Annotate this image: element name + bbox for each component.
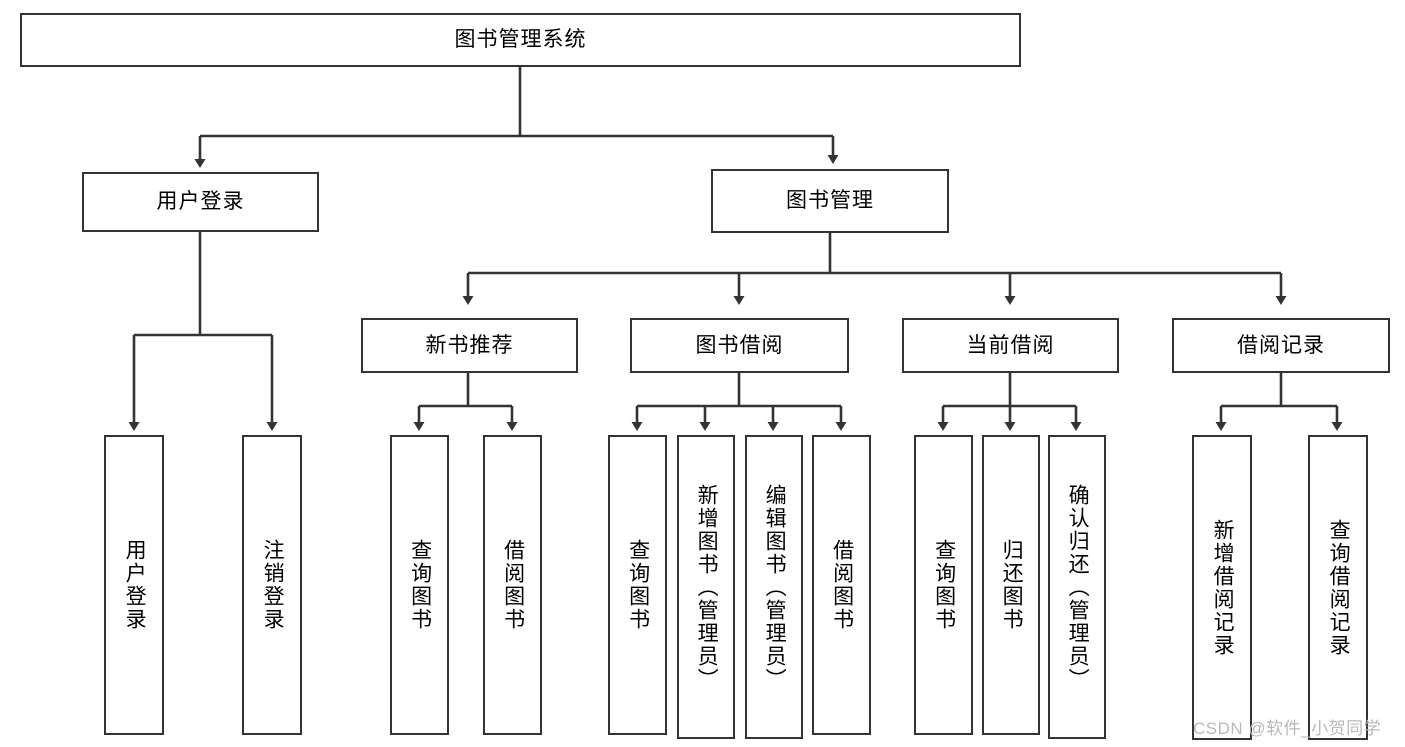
node-leaf-query-record-label: 查询借阅记录	[1327, 518, 1351, 657]
node-leaf-borrow-book-1-label: 借阅图书	[501, 539, 525, 631]
node-leaf-user-login[interactable]: 用户登录	[104, 435, 164, 735]
node-leaf-query-record[interactable]: 查询借阅记录	[1308, 435, 1368, 740]
node-leaf-borrow-book-2-label: 借阅图书	[830, 539, 854, 631]
node-leaf-user-login-label: 用户登录	[123, 539, 147, 631]
node-leaf-query-book-3-label: 查询图书	[932, 539, 956, 631]
watermark-text: CSDN @软件_小贺同学	[1193, 719, 1382, 738]
node-leaf-confirm-return-label: 确认归还（管理员）	[1066, 483, 1090, 691]
node-leaf-edit-book-label: 编辑图书（管理员）	[763, 483, 787, 691]
node-current-borrow[interactable]: 当前借阅	[902, 318, 1119, 373]
node-borrow-record-label: 借阅记录	[1237, 333, 1325, 357]
node-leaf-confirm-return[interactable]: 确认归还（管理员）	[1048, 435, 1106, 739]
node-book-borrow-label: 图书借阅	[695, 333, 784, 357]
node-leaf-borrow-book-1[interactable]: 借阅图书	[483, 435, 542, 735]
node-user-login[interactable]: 用户登录	[82, 172, 319, 232]
node-new-book-recommend[interactable]: 新书推荐	[361, 318, 578, 373]
node-leaf-query-book-2[interactable]: 查询图书	[608, 435, 667, 735]
node-user-login-label: 用户登录	[156, 190, 245, 214]
node-leaf-return-book[interactable]: 归还图书	[982, 435, 1040, 735]
node-leaf-add-record-label: 新增借阅记录	[1211, 518, 1235, 657]
node-leaf-return-book-label: 归还图书	[1000, 539, 1024, 631]
node-leaf-add-record[interactable]: 新增借阅记录	[1192, 435, 1252, 740]
node-leaf-query-book-1[interactable]: 查询图书	[390, 435, 449, 735]
node-leaf-query-book-2-label: 查询图书	[626, 539, 650, 631]
node-leaf-logout-login-label: 注销登录	[261, 539, 285, 631]
node-borrow-record[interactable]: 借阅记录	[1172, 318, 1390, 373]
node-root-label: 图书管理系统	[454, 28, 587, 52]
node-leaf-query-book-3[interactable]: 查询图书	[914, 435, 973, 735]
node-leaf-query-book-1-label: 查询图书	[408, 539, 432, 631]
node-new-book-recommend-label: 新书推荐	[425, 333, 514, 357]
node-leaf-edit-book[interactable]: 编辑图书（管理员）	[745, 435, 803, 739]
node-leaf-add-book-label: 新增图书（管理员）	[695, 483, 719, 691]
node-book-manage-label: 图书管理	[786, 189, 874, 213]
node-leaf-borrow-book-2[interactable]: 借阅图书	[812, 435, 871, 735]
node-root[interactable]: 图书管理系统	[20, 13, 1021, 67]
node-leaf-logout-login[interactable]: 注销登录	[242, 435, 302, 735]
node-book-manage[interactable]: 图书管理	[711, 169, 949, 233]
node-leaf-add-book[interactable]: 新增图书（管理员）	[677, 435, 735, 739]
node-book-borrow[interactable]: 图书借阅	[630, 318, 849, 373]
node-current-borrow-label: 当前借阅	[966, 333, 1055, 357]
